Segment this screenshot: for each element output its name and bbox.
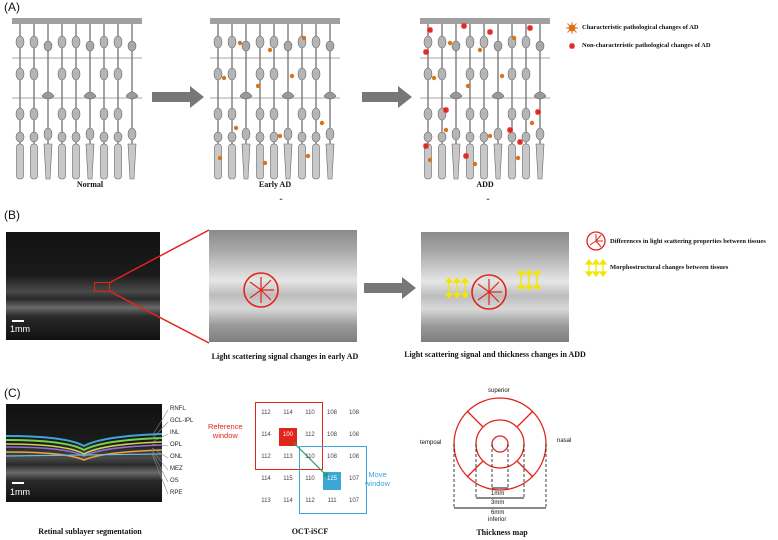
reference-cell (279, 428, 297, 446)
grid-cell: 114 (283, 498, 293, 504)
layer-label-inl: INL (170, 430, 180, 436)
arrow-normal-to-early (152, 86, 204, 108)
add-zoom-image (421, 232, 569, 342)
grid-cell: 125 (326, 476, 337, 482)
reference-window-label: Reference window (208, 422, 243, 440)
panel-b-letter: (B) (4, 208, 20, 222)
layer-labels: RNFL GCL-IPL INL OPL ONL MEZ OS RPE (170, 406, 210, 502)
caption-normal: Normal (76, 180, 104, 189)
early-ad-retina (210, 18, 340, 179)
caption-early-ad: Early AD (258, 180, 292, 189)
map-label-3mm: 3mm (491, 500, 505, 506)
scale-bar-c (12, 482, 24, 484)
map-label-1mm: 1mm (491, 491, 505, 497)
early-ad-zoom-image (209, 230, 357, 342)
panel-a-retina-diagrams (0, 0, 578, 200)
caption-segmentation: Retinal sublayer segmentation (38, 527, 142, 536)
grid-cell: 108 (348, 410, 359, 416)
grid-cell: 113 (261, 498, 271, 504)
layer-label-rpe: RPE (170, 490, 183, 496)
grid-cell: 112 (305, 432, 315, 438)
legend-morpho: Morphostructural changes between tissues (610, 264, 729, 271)
layer-pointer-lines (151, 409, 169, 495)
grid-cell: 115 (283, 476, 293, 482)
scattering-icon-early (243, 272, 279, 308)
layer-label-gcl-ipl: GCL-IPL (170, 418, 194, 424)
caption-early-scattering: Light scattering signal changes in early… (211, 352, 359, 361)
arrow-early-to-add-b (364, 277, 416, 299)
double-arrow-early (279, 198, 283, 200)
scale-bar (12, 320, 24, 322)
noncharacteristic-change-icon (568, 42, 576, 50)
grid-cell: 111 (327, 498, 337, 504)
scale-label-c: 1mm (10, 487, 30, 497)
map-label-inferior: inferior (488, 517, 507, 523)
grid-cell: 108 (326, 410, 337, 416)
morpho-legend-icon (585, 259, 608, 277)
double-arrow-add (486, 198, 490, 200)
grid-cell: 107 (348, 476, 359, 482)
move-window-label: Move window (365, 470, 391, 488)
zoom-region-box (94, 282, 110, 292)
thickness-map (453, 397, 547, 509)
grid-cell: 107 (348, 498, 359, 504)
legend-noncharacteristic: Non-characteristic pathological changes … (582, 42, 711, 49)
grid-cell: 112 (305, 498, 315, 504)
grid-cell: 110 (305, 476, 315, 482)
layer-label-onl: ONL (170, 454, 183, 460)
scattering-icon-add (471, 274, 507, 310)
layer-label-rnfl: RNFL (170, 406, 186, 412)
caption-thickness-map: Thickness map (476, 528, 528, 537)
morpho-arrows-right (517, 270, 542, 290)
oct-scan-image: 1mm (6, 232, 160, 340)
panel-a-letter: (A) (4, 0, 20, 14)
caption-add-scattering: Light scattering signal and thickness ch… (404, 350, 586, 359)
scattering-legend-icon (586, 231, 606, 251)
caption-add: ADD (476, 180, 494, 189)
grid-cell: 100 (282, 432, 293, 438)
map-label-nasal: nasal (557, 438, 572, 444)
grid-cell: 110 (305, 410, 315, 416)
morpho-arrows-left (445, 278, 470, 298)
grid-cell: 108 (326, 454, 337, 460)
legend-scattering: Differences in light scattering properti… (610, 238, 766, 245)
caption-oct-iscf: OCT-iSCF (291, 527, 329, 536)
grid-cell: 113 (283, 454, 293, 460)
characteristic-change-icon (566, 22, 578, 34)
grid-cell: 114 (261, 432, 271, 438)
grid-cell: 112 (261, 410, 271, 416)
grid-cell: 110 (305, 454, 315, 460)
move-window-box (299, 446, 367, 514)
oct-iscf-grid: 112 114 110 108 108 114 100 112 108 108 112 113 110 1… (255, 402, 367, 514)
grid-cell: 108 (348, 432, 359, 438)
layer-label-mez: MEZ (170, 466, 183, 472)
panel-b-legend-icons (585, 231, 608, 277)
window-connector (292, 441, 329, 478)
reference-window-box (255, 402, 323, 470)
arrow-early-to-add (362, 86, 412, 108)
add-retina (420, 18, 550, 179)
normal-retina (12, 18, 142, 179)
legend-characteristic: Characteristic pathological changes of A… (582, 24, 699, 31)
grid-cell: 114 (261, 476, 271, 482)
scale-label-b: 1mm (10, 324, 30, 334)
map-label-superior: superior (488, 388, 510, 394)
grid-cell: 114 (283, 410, 293, 416)
grid-cell: 108 (326, 432, 337, 438)
layer-label-os: OS (170, 478, 179, 484)
segmentation-lines (6, 433, 162, 461)
map-label-temporal: tempoal (420, 440, 442, 446)
panel-c-letter: (C) (4, 386, 21, 400)
grid-cell: 108 (348, 454, 359, 460)
layer-label-opl: OPL (170, 442, 183, 448)
grid-cell: 112 (261, 454, 271, 460)
segmentation-scan-image: 1mm (6, 404, 162, 502)
panel-b-connectors (108, 229, 416, 344)
map-label-6mm: 6mm (491, 510, 505, 516)
